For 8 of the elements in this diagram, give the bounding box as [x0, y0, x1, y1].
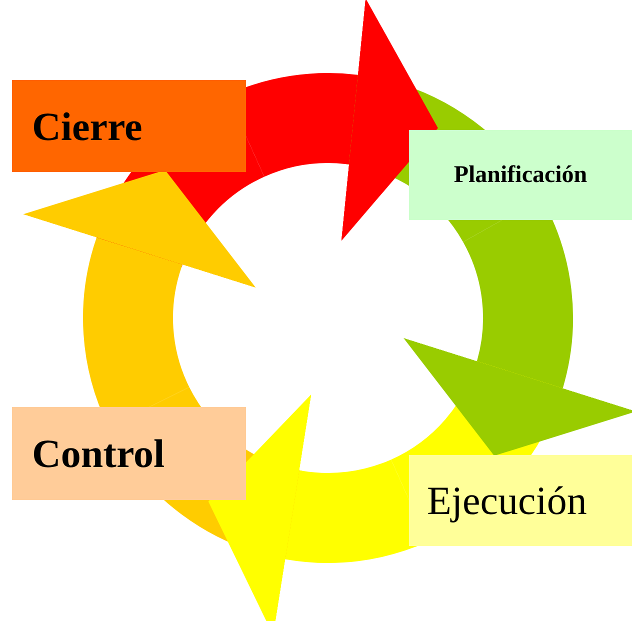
stage-box	[12, 80, 246, 172]
stage-box	[12, 407, 246, 500]
stage-label: Ejecución	[427, 477, 587, 524]
stage-label: Cierre	[32, 102, 142, 150]
stage-label: Planificación	[454, 162, 588, 188]
stage-box	[409, 130, 632, 220]
stage-label: Control	[32, 430, 165, 477]
stage-box	[409, 455, 632, 546]
